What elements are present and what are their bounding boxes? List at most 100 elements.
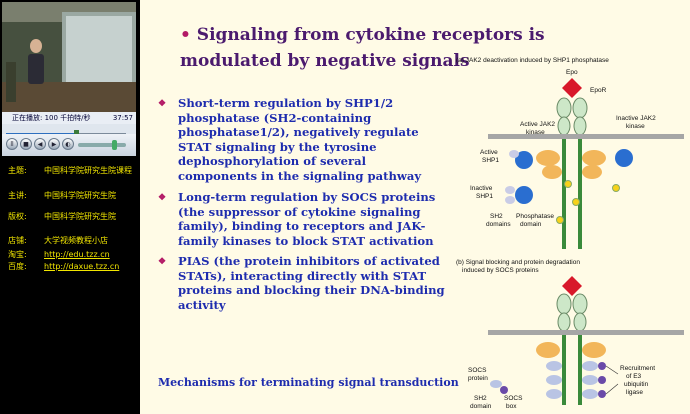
svg-text:SHP1: SHP1 xyxy=(476,193,493,200)
jak2-kinase xyxy=(536,150,560,166)
svg-text:box: box xyxy=(506,403,517,410)
phospho-tyrosine xyxy=(556,216,564,224)
svg-text:of E3: of E3 xyxy=(626,373,642,380)
socs-protein xyxy=(582,375,598,385)
epo-label: Epo xyxy=(566,69,578,76)
epo-ligand xyxy=(562,78,582,98)
svg-text:domains: domains xyxy=(486,221,511,228)
slide-footer: Mechanisms for terminating signal transd… xyxy=(158,376,459,389)
svg-text:protein: protein xyxy=(468,375,488,382)
jak2-kinase xyxy=(582,165,602,179)
prev-button[interactable]: ◀ xyxy=(34,138,46,150)
volume-knob[interactable] xyxy=(112,140,117,150)
svg-text:domain: domain xyxy=(470,403,492,410)
socs-protein xyxy=(546,375,562,385)
phospho-tyrosine xyxy=(572,198,580,206)
video-frame[interactable] xyxy=(2,2,136,112)
panel-a-title: (a) JAK2 deactivation induced by SHP1 ph… xyxy=(456,57,609,64)
phospho-tyrosine xyxy=(612,184,620,192)
jak2-kinase xyxy=(536,342,560,358)
svg-text:Active: Active xyxy=(480,149,498,156)
shp1 xyxy=(615,149,633,167)
signaling-diagram: (a) JAK2 deactivation induced by SHP1 ph… xyxy=(456,57,684,410)
pointer-line xyxy=(605,365,619,375)
receptor-domain xyxy=(556,97,572,119)
stop-button[interactable]: ■ xyxy=(20,138,32,150)
svg-text:ubiquitin: ubiquitin xyxy=(624,381,649,388)
svg-text:kinase: kinase xyxy=(626,123,645,130)
lecture-video-image xyxy=(2,2,136,112)
jak2-kinase xyxy=(542,165,562,179)
receptor-domain xyxy=(573,312,587,332)
info-row-taobao: 淘宝: http://edu.tzz.cn xyxy=(0,249,138,260)
socs-protein xyxy=(490,380,502,388)
receptor-tail xyxy=(578,335,582,405)
title-bullet-icon: • xyxy=(180,25,191,45)
socs-box xyxy=(500,386,508,394)
receptor-domain xyxy=(557,116,571,136)
socs-protein xyxy=(546,389,562,399)
receptor-domain xyxy=(573,116,587,136)
info-row-lecturer: 主讲: 中国科学院研究生院 xyxy=(8,191,116,200)
socs-box xyxy=(598,362,606,370)
taobao-link[interactable]: http://edu.tzz.cn xyxy=(44,250,110,259)
diamond-bullet-icon: ❖ xyxy=(158,257,167,267)
slide: • Signaling from cytokine receptors is m… xyxy=(140,0,690,414)
pause-button[interactable]: ll xyxy=(6,138,18,150)
jak2-kinase xyxy=(582,342,606,358)
socs-protein xyxy=(582,389,598,399)
seek-bar[interactable] xyxy=(2,124,136,138)
svg-text:Phosphatase: Phosphatase xyxy=(516,213,554,220)
baidu-link[interactable]: http://daxue.tzz.cn xyxy=(44,262,120,271)
sh2-domain xyxy=(509,150,519,158)
mute-button[interactable]: ◐ xyxy=(62,138,74,150)
slide-title: • Signaling from cytokine receptors is m… xyxy=(180,25,545,71)
receptor-tail xyxy=(578,139,582,249)
volume-slider[interactable] xyxy=(78,140,126,150)
player-time: 37:57 xyxy=(112,114,133,122)
player-status-bar: 正在播放: 100 千拍特/秒 37:57 xyxy=(2,112,136,124)
svg-text:SH2: SH2 xyxy=(490,213,503,220)
receptor-domain xyxy=(572,293,588,315)
receptor-domain xyxy=(572,97,588,119)
svg-text:induced by SOCS proteins: induced by SOCS proteins xyxy=(462,267,539,274)
svg-text:SH2: SH2 xyxy=(474,395,487,402)
membrane xyxy=(488,134,684,139)
socs-protein xyxy=(546,361,562,371)
svg-text:SOCS: SOCS xyxy=(504,395,523,402)
svg-text:kinase: kinase xyxy=(526,129,545,136)
info-row-copyright: 版权: 中国科学院研究生院 xyxy=(8,212,116,221)
receptor-tail xyxy=(562,335,566,405)
receptor-tail xyxy=(562,139,566,249)
socs-box xyxy=(598,376,606,384)
info-row-shop: 店铺: 大学视频教程小店 xyxy=(8,236,108,245)
epor-label: EpoR xyxy=(590,87,607,94)
pointer-line xyxy=(605,383,619,395)
info-row-baidu: 百度: http://daxue.tzz.cn xyxy=(0,261,138,272)
player-controls: ll ■ ◀ ▶ ◐ xyxy=(2,134,136,156)
epo-ligand xyxy=(562,276,582,296)
svg-text:Active JAK2: Active JAK2 xyxy=(520,121,555,128)
membrane xyxy=(488,330,684,335)
panel-b-title: (b) Signal blocking and protein degradat… xyxy=(456,259,580,266)
receptor-domain xyxy=(556,293,572,315)
sh2-domain xyxy=(505,196,515,204)
receptor-domain xyxy=(557,312,571,332)
inactive-shp1 xyxy=(515,186,533,204)
svg-text:Inactive JAK2: Inactive JAK2 xyxy=(616,115,656,122)
next-button[interactable]: ▶ xyxy=(48,138,60,150)
jak2-kinase xyxy=(582,150,606,166)
phospho-tyrosine xyxy=(564,180,572,188)
svg-text:domain: domain xyxy=(520,221,542,228)
svg-text:SOCS: SOCS xyxy=(468,367,487,374)
svg-text:Recruitment: Recruitment xyxy=(620,365,655,372)
socs-box xyxy=(598,390,606,398)
left-panel: 正在播放: 100 千拍特/秒 37:57 ll ■ ◀ ▶ ◐ 主题: 中国科… xyxy=(0,0,138,414)
sh2-domain xyxy=(505,186,515,194)
svg-text:Inactive: Inactive xyxy=(470,185,493,192)
socs-protein xyxy=(582,361,598,371)
svg-text:SHP1: SHP1 xyxy=(482,157,499,164)
active-shp1 xyxy=(515,151,533,169)
info-row-topic: 主题: 中国科学院研究生院课程 xyxy=(8,166,132,175)
svg-text:ligase: ligase xyxy=(626,389,643,396)
